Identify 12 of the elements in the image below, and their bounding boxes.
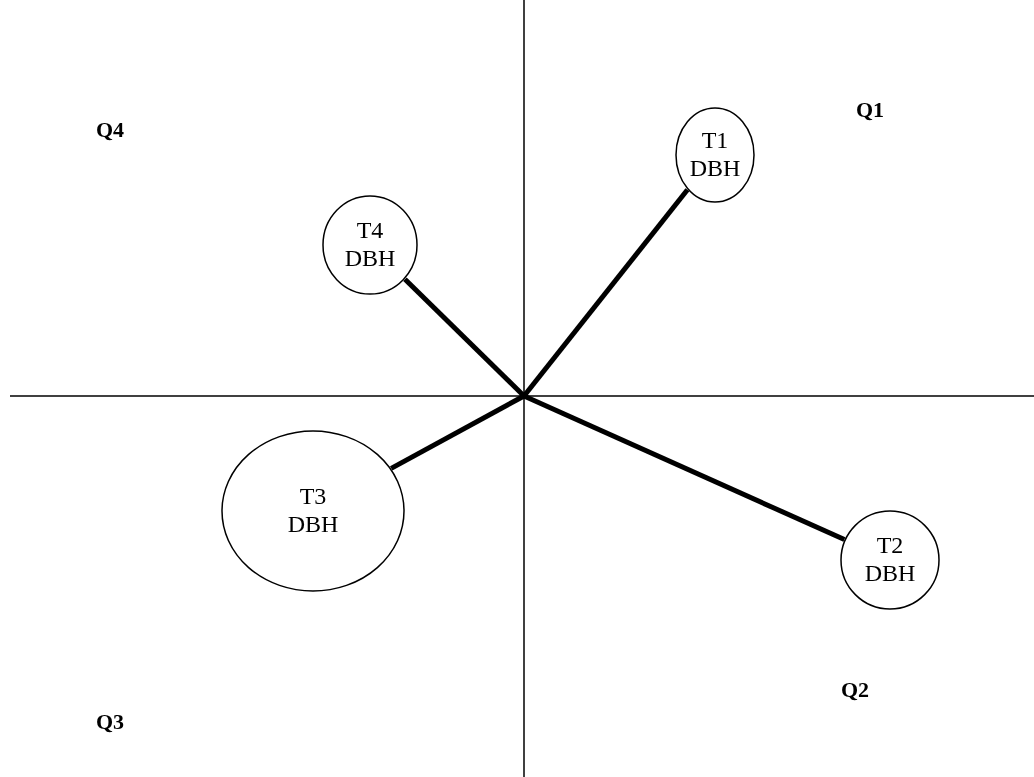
- quadrant-label: Q2: [840, 677, 870, 703]
- connector-line: [522, 393, 846, 542]
- tree-label: T3 DBH: [287, 483, 339, 539]
- connector-line: [390, 393, 526, 471]
- tree-label: T4 DBH: [344, 217, 396, 273]
- quadrant-label: Q4: [95, 117, 125, 143]
- connector-line: [403, 277, 526, 398]
- tree-label: T2 DBH: [864, 532, 916, 588]
- connector-line: [522, 188, 690, 398]
- quadrant-label: Q1: [855, 97, 885, 123]
- quadrant-label: Q3: [95, 709, 125, 735]
- tree-label: T1 DBH: [689, 127, 741, 183]
